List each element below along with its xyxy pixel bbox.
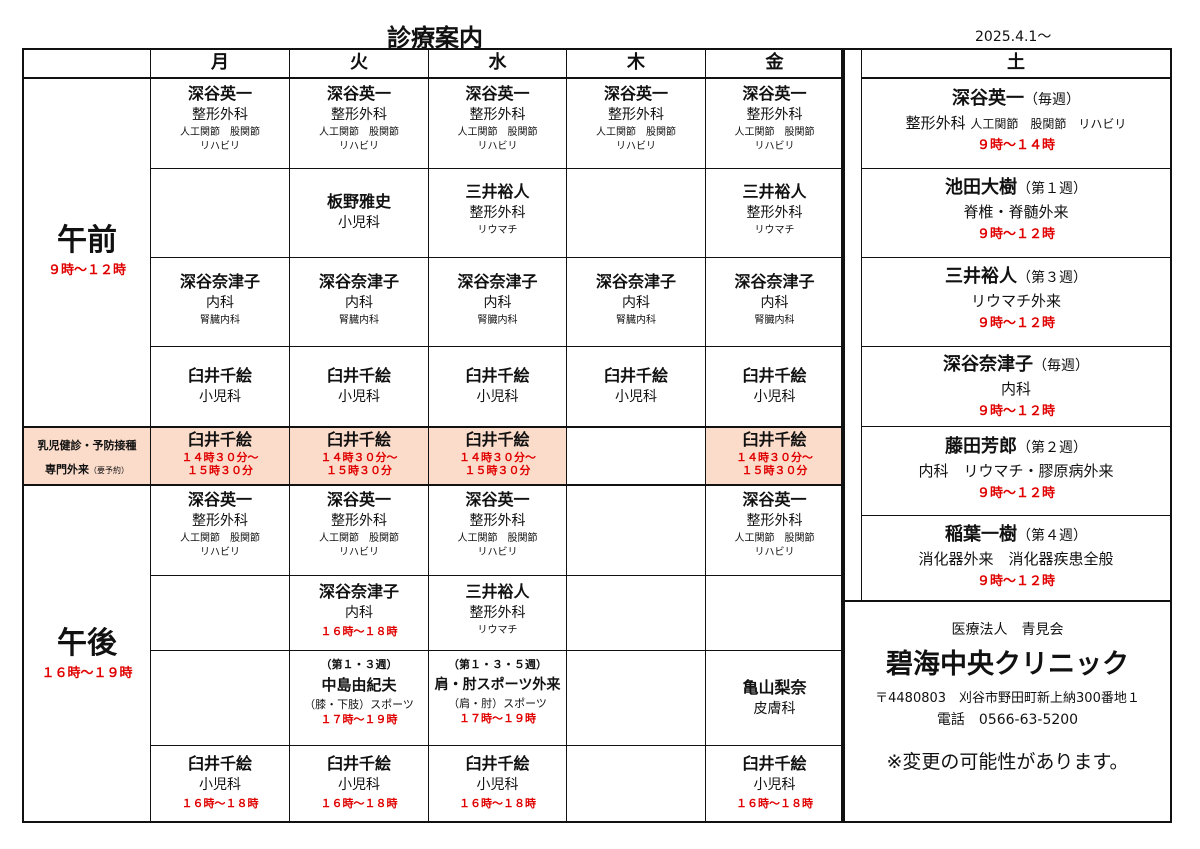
page-title: 診療案内	[387, 24, 483, 52]
am1-fri: 深谷英一整形外科人工関節 股関節リハビリ	[734, 84, 815, 152]
am3-wed: 深谷奈津子内科腎臓内科	[457, 272, 538, 326]
am4-mon: 臼井千絵小児科	[187, 366, 252, 405]
special-row-gap	[567, 428, 705, 484]
special-label: 乳児健診・予防接種 専門外来（要予約）	[37, 439, 137, 476]
am-label: 午前 ９時～１２時	[47, 223, 126, 278]
clinic-notice: ※変更の可能性があります。	[886, 751, 1129, 773]
am4-thu: 臼井千絵小児科	[603, 366, 668, 405]
am1-wed: 深谷英一整形外科人工関節 股関節リハビリ	[457, 84, 538, 152]
header-fri: 金	[765, 52, 784, 73]
clinic-corp: 医療法人 青見会	[951, 622, 1064, 638]
am3-mon: 深谷奈津子内科腎臓内科	[179, 272, 260, 326]
am3-tue: 深谷奈津子内科腎臓内科	[318, 272, 399, 326]
header-thu: 木	[627, 52, 645, 73]
pm2-wed: 三井裕人整形外科リウマチ	[465, 582, 530, 636]
pm1-tue: 深谷英一整形外科人工関節 股関節リハビリ	[319, 490, 399, 558]
clinic-name: 碧海中央クリニック	[886, 649, 1129, 680]
am2-tue: 板野雅史小児科	[326, 192, 391, 231]
am3-thu: 深谷奈津子内科腎臓内科	[595, 272, 676, 326]
clinic-address: 〒4480803 刈谷市野田町新上納300番地１	[875, 691, 1140, 706]
am2-fri: 三井裕人整形外科リウマチ	[742, 182, 807, 236]
pm1-wed: 深谷英一整形外科人工関節 股関節リハビリ	[457, 490, 538, 558]
am1-mon: 深谷英一整形外科人工関節 股関節リハビリ	[180, 84, 260, 152]
am1-thu: 深谷英一整形外科人工関節 股関節リハビリ	[596, 84, 676, 152]
effective-date: 2025.4.1～	[975, 29, 1052, 45]
pm-label: 午後 １６時～１９時	[41, 626, 133, 681]
am4-tue: 臼井千絵小児科	[326, 366, 391, 405]
am4-wed: 臼井千絵小児科	[465, 366, 530, 405]
saturday-table	[843, 48, 1172, 823]
header-tue: 火	[350, 52, 368, 73]
header-mon: 月	[211, 52, 229, 73]
am1-tue: 深谷英一整形外科人工関節 股関節リハビリ	[319, 84, 399, 152]
pm1-mon: 深谷英一整形外科人工関節 股関節リハビリ	[180, 490, 260, 558]
clinic-phone: 電話 0566-63-5200	[936, 712, 1079, 728]
am4-fri: 臼井千絵小児科	[742, 366, 807, 405]
pm3-fri: 亀山梨奈皮膚科	[742, 678, 807, 717]
header-sat: 土	[1007, 52, 1025, 73]
weekday-table	[22, 48, 843, 823]
pm1-fri: 深谷英一整形外科人工関節 股関節リハビリ	[734, 490, 815, 558]
am3-fri: 深谷奈津子内科腎臓内科	[734, 272, 815, 326]
clinic-info: 医療法人 青見会 碧海中央クリニック 〒4480803 刈谷市野田町新上納300…	[845, 603, 1170, 772]
am2-wed: 三井裕人整形外科リウマチ	[465, 182, 530, 236]
header-wed: 水	[488, 52, 507, 73]
